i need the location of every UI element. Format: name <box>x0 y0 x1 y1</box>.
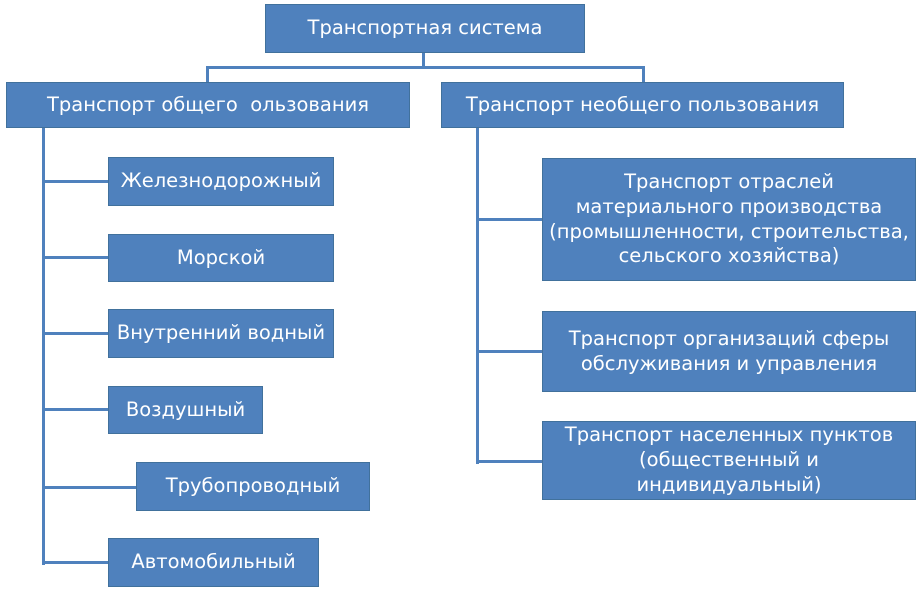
branch-nonpublic-transport-label: Транспорт необщего пользования <box>465 92 820 116</box>
node-industry-transport-line-2: материального производства <box>575 194 883 218</box>
connector-right-spine <box>476 128 479 464</box>
node-inland-waterway-label: Внутренний водный <box>116 321 326 345</box>
node-service-orgs-transport-line-2: обслуживания и управления <box>580 351 878 375</box>
connector-left-branch-drop <box>206 66 209 82</box>
node-inland-waterway: Внутренний водный <box>108 309 334 358</box>
node-service-orgs-transport-line-1: Транспорт организаций сферы <box>568 326 890 350</box>
node-industry-transport-line-1: Транспорт отраслей <box>624 170 834 193</box>
node-settlements-transport-line-3: индивидуальный) <box>636 472 822 496</box>
connector-root-down <box>422 53 425 68</box>
connector-left-spine <box>42 128 45 565</box>
connector-right-tick-2 <box>476 350 542 353</box>
node-industry-transport-line-3: (промышленности, строительства, <box>549 219 909 243</box>
connector-left-tick-6 <box>42 561 108 564</box>
node-industry-transport: Транспорт отраслей материального произво… <box>542 158 916 281</box>
node-air: Воздушный <box>108 386 263 434</box>
node-settlements-transport: Транспорт населенных пунктов (общественн… <box>542 421 916 500</box>
branch-nonpublic-transport: Транспорт необщего пользования <box>441 82 844 128</box>
node-maritime-label: Морской <box>176 245 266 269</box>
connector-left-tick-5 <box>42 486 136 489</box>
node-pipeline: Трубопроводный <box>136 462 370 511</box>
branch-public-transport: Транспорт общего ользования <box>6 82 410 128</box>
node-railway: Железнодорожный <box>108 157 334 206</box>
node-automobile: Автомобильный <box>108 538 319 587</box>
node-industry-transport-line-4: сельского хозяйства) <box>618 244 840 268</box>
connector-left-tick-3 <box>42 332 108 335</box>
connector-left-tick-1 <box>42 180 108 183</box>
connector-branch-bar <box>206 66 645 69</box>
node-settlements-transport-line-1: Транспорт населенных пунктов <box>564 423 894 447</box>
node-settlements-transport-line-2: (общественный и <box>639 448 819 472</box>
connector-left-tick-2 <box>42 256 108 259</box>
root-node: Транспортная система <box>265 4 585 53</box>
node-railway-label: Железнодорожный <box>120 169 322 193</box>
connector-right-branch-drop <box>642 66 645 82</box>
connector-left-tick-4 <box>42 408 108 411</box>
branch-public-transport-label: Транспорт общего ользования <box>47 92 369 116</box>
root-node-label: Транспортная система <box>307 16 543 40</box>
node-service-orgs-transport: Транспорт организаций сферы обслуживания… <box>542 311 916 392</box>
connector-right-tick-1 <box>476 218 542 221</box>
node-automobile-label: Автомобильный <box>131 550 296 574</box>
node-air-label: Воздушный <box>125 397 246 421</box>
connector-right-tick-3 <box>476 460 542 463</box>
node-pipeline-label: Трубопроводный <box>165 474 341 498</box>
node-maritime: Морской <box>108 234 334 282</box>
